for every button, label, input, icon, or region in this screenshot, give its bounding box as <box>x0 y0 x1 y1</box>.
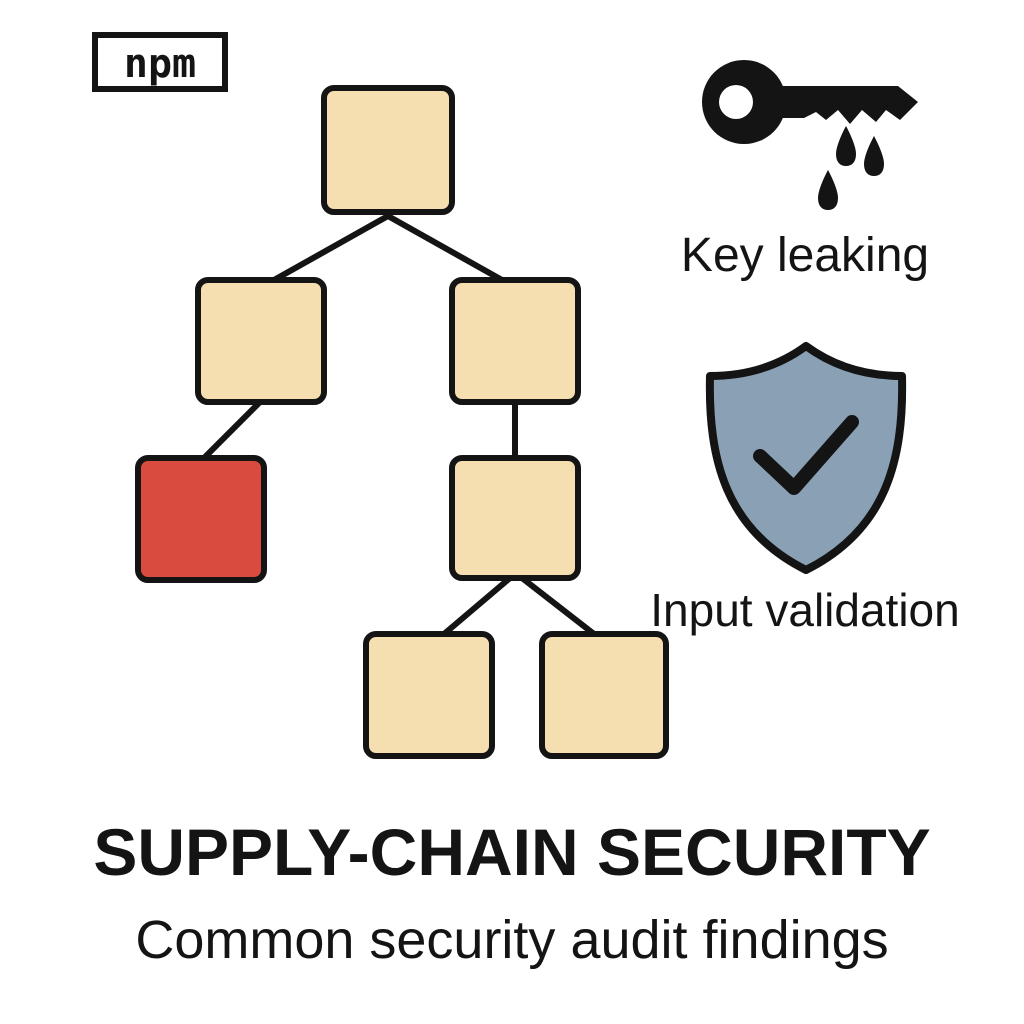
svg-text:npm: npm <box>124 41 196 87</box>
tree-node-vulnerable-leaf <box>135 455 267 583</box>
tree-edge-right-grandchild-to-leaf-left <box>441 575 513 637</box>
key-leaking-label: Key leaking <box>680 229 930 282</box>
tree-edge-root-to-right-child <box>385 213 505 283</box>
tree-node-right-child <box>449 277 581 405</box>
shield-check-icon <box>705 342 907 574</box>
input-validation-label: Input validation <box>650 584 960 636</box>
tree-edge-left-child-to-vulnerable-leaf <box>201 399 263 461</box>
tree-node-left-child <box>195 277 327 405</box>
page-title: SUPPLY-CHAIN SECURITY <box>93 815 931 889</box>
key-dripping-icon <box>702 60 918 210</box>
tree-node-right-grandchild <box>449 455 581 581</box>
npm-logo: npm <box>92 32 228 92</box>
tree-edge-root-to-left-child <box>271 213 391 283</box>
page-subtitle: Common security audit findings <box>135 910 889 970</box>
tree-node-leaf-left <box>363 631 495 759</box>
tree-node-root <box>321 85 455 215</box>
tree-edge-right-grandchild-to-leaf-right <box>519 575 597 637</box>
tree-node-leaf-right <box>539 631 669 759</box>
